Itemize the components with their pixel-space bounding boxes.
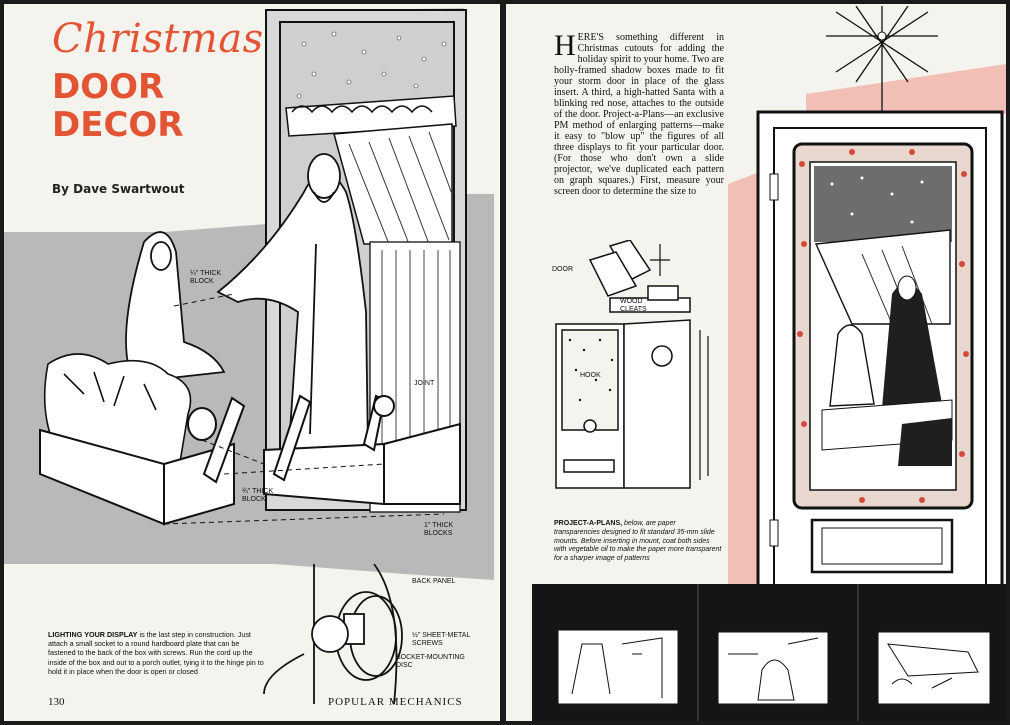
label-quarter-block: ¼" THICK BLOCK — [190, 270, 222, 285]
project-a-plans-body: below, are paper transparencies designed… — [554, 520, 722, 563]
slide-transparencies — [557, 584, 991, 721]
drop-cap: H — [554, 29, 576, 62]
article-body-text: ERE'S something different in Christmas c… — [554, 32, 724, 197]
title-line-decor: DECOR — [52, 105, 184, 145]
title-script: Christmas — [52, 16, 264, 62]
label-one-inch-blocks: 1" THICK BLOCKS — [424, 522, 454, 537]
lighting-caption: LIGHTING YOUR DISPLAY is the last step i… — [48, 630, 264, 676]
project-a-plans-caption: PROJECT-A-PLANS, below, are paper transp… — [554, 520, 722, 564]
magazine-name: POPULAR MECHANICS — [328, 696, 463, 708]
label-wood-cleats: WOOD CLEATS — [620, 298, 647, 313]
nativity-display-illustration — [39, 9, 467, 705]
label-joint: JOINT — [414, 380, 435, 387]
project-a-plans-lead: PROJECT-A-PLANS, — [554, 520, 623, 527]
star-icon — [826, 6, 938, 114]
title-line-door: DOOR — [52, 67, 165, 107]
label-door: DOOR — [552, 266, 573, 273]
decorated-door-illustration — [756, 110, 1004, 610]
left-page: Christmas DOOR DECOR By Dave Swartwout ¼… — [4, 4, 500, 721]
slide-strip — [532, 584, 1006, 721]
label-hook: HOOK — [580, 372, 601, 379]
page-number: 130 — [48, 696, 65, 708]
title-block: DOOR DECOR — [52, 68, 183, 144]
label-threequarter-block: ¾" THICK BLOCK — [242, 488, 274, 503]
byline: By Dave Swartwout — [52, 182, 185, 196]
lighting-caption-lead: LIGHTING YOUR DISPLAY — [48, 630, 138, 639]
label-socket-disc: SOCKET-MOUNTING DISC — [396, 654, 465, 669]
label-back-panel: BACK PANEL — [412, 578, 456, 585]
lighting-caption-body: is the last step in construction. Just a… — [48, 630, 264, 676]
door-cleats-diagram — [555, 240, 709, 489]
label-sheet-metal-screws: ½" SHEET-METAL SCREWS — [412, 632, 471, 647]
